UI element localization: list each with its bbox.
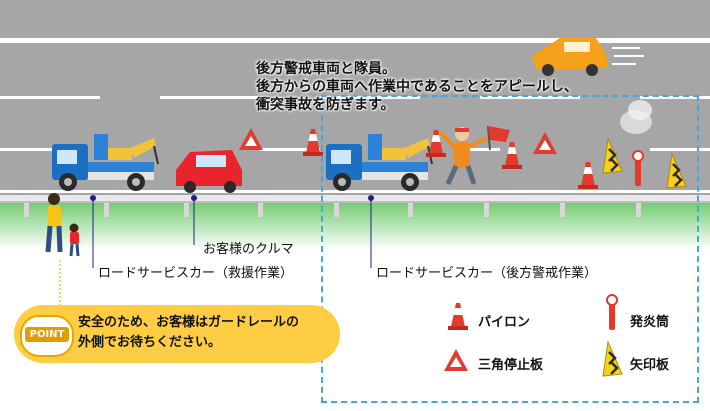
guardrail	[0, 195, 710, 217]
flare-on-road	[620, 100, 652, 187]
point-notice: POINT 安全のため、お客様はガードレールの 外側でお待ちください。	[14, 305, 340, 363]
leader-lines	[59, 198, 372, 310]
customer-car-label: お客様のクルマ	[203, 242, 294, 257]
rear-guard-area-frame	[321, 95, 699, 403]
customer-child	[69, 223, 80, 257]
point-text: 安全のため、お客様はガードレールの 外側でお待ちください。	[78, 313, 299, 353]
legend-flare-label: 発炎筒	[630, 315, 670, 330]
point-line-1: 安全のため、お客様はガードレールの	[78, 315, 300, 330]
red-flag	[487, 125, 510, 151]
legend-triangle-sign-label: 三角停止板	[478, 358, 544, 373]
point-line-2: 外側でお待ちください。	[78, 335, 222, 350]
rear-guard-car-label: ロードサービスカー（後方警戒作業）	[376, 266, 598, 281]
legend-pylon-label: パイロン	[478, 315, 531, 330]
customer-adult	[45, 193, 63, 253]
rescue-car-label: ロードサービスカー（救援作業）	[98, 266, 294, 281]
lane-dash-lines	[0, 96, 710, 151]
legend-arrow-board-label: 矢印板	[630, 358, 670, 373]
callout-line-2: 後方からの車両へ作業中であることをアピールし、	[256, 79, 578, 95]
callout-text: 後方警戒車両と隊員。 後方からの車両へ作業中であることをアピールし、 衝突事故を…	[256, 60, 578, 114]
oncoming-car	[532, 38, 644, 76]
callout-line-1: 後方警戒車両と隊員。	[256, 61, 396, 77]
point-badge-label: POINT	[25, 327, 69, 342]
point-badge: POINT	[20, 315, 74, 357]
guard-worker	[438, 127, 489, 186]
customer-car-icon	[176, 150, 242, 193]
roadside-grass	[0, 195, 710, 250]
callout-line-3: 衝突事故を防ぎます。	[256, 97, 395, 113]
